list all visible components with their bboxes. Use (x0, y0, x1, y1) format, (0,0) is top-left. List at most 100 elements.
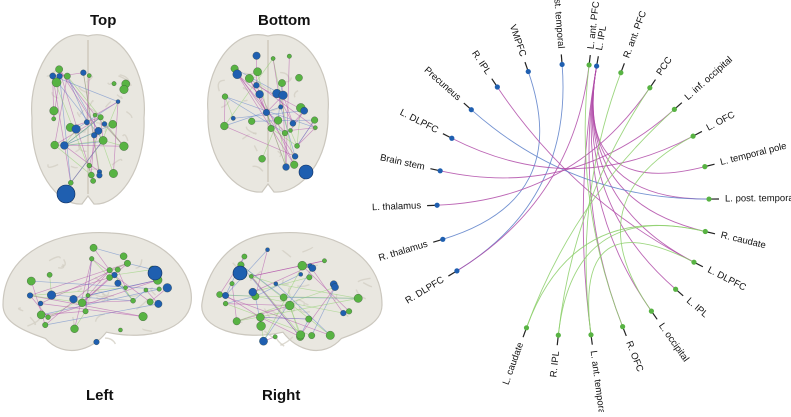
brain-node (144, 288, 148, 292)
brain-node (157, 287, 161, 291)
brain-node (278, 105, 283, 110)
connectogram-node (559, 62, 564, 67)
connectogram-node (449, 136, 454, 141)
brain-node (222, 94, 228, 100)
connectogram-node (440, 237, 445, 242)
connectogram-edge (452, 136, 693, 168)
connectogram-label: R. ant. PFC (621, 9, 649, 59)
brain-gyrus (243, 100, 247, 101)
connectogram-label: R. DLPFC (403, 274, 446, 306)
brain-node (72, 125, 81, 134)
connectogram-label: R. IPL (469, 49, 493, 77)
brain-node (266, 248, 270, 252)
brain-hub-node (57, 185, 75, 203)
brain-node (112, 81, 116, 85)
brain-node (50, 107, 59, 116)
brain-node (98, 114, 104, 120)
brain-node (309, 265, 316, 272)
connectogram-label: L. OFC (705, 109, 737, 133)
brain-hub-node (299, 165, 313, 179)
brain-node (271, 56, 275, 60)
connectogram-label: L. caudate (501, 341, 527, 386)
brain-node (93, 113, 97, 117)
brain-node (38, 301, 43, 306)
connectogram-node (649, 309, 654, 314)
brain-node (70, 295, 78, 303)
connectogram-label: L. ant. temporal (588, 350, 608, 412)
brain-node (245, 74, 253, 82)
brain-view-right (202, 233, 382, 351)
brain-view-top (32, 35, 145, 204)
connectogram-label: L. thalamus (372, 200, 422, 213)
brain-node (259, 155, 266, 162)
brain-node (306, 316, 312, 322)
brain-node (295, 143, 300, 148)
connectogram-node (594, 63, 599, 68)
brain-node (123, 286, 127, 290)
connectogram-label: L. IPL (684, 296, 710, 321)
connectogram-label: VMPFC (507, 23, 528, 58)
brain-views (3, 35, 382, 351)
brain-node (253, 68, 261, 76)
brain-node (263, 109, 270, 116)
connectogram-node (587, 62, 592, 67)
connectogram-edge (592, 66, 675, 289)
brain-view-left (3, 233, 191, 351)
brain-node (231, 116, 235, 120)
brain-node (273, 335, 277, 339)
brain-node (296, 331, 305, 340)
brain-node (84, 120, 89, 125)
brain-node (89, 256, 94, 261)
brain-node (222, 292, 229, 299)
brain-node (285, 301, 294, 310)
connectogram-node (526, 69, 531, 74)
brain-node (313, 126, 317, 130)
connectogram-label: R. OFC (623, 340, 645, 374)
brain-node (233, 70, 242, 79)
connectogram-label: L. post. temporal (725, 193, 791, 204)
brain-node (217, 291, 223, 297)
brain-node (99, 136, 107, 144)
brain-node (287, 54, 291, 58)
brain-node (301, 107, 308, 114)
connectogram-label: L. DLPFC (398, 107, 440, 136)
brain-node (109, 169, 117, 177)
brain-node (307, 275, 313, 281)
view-title-bottom: Bottom (258, 12, 311, 29)
connectogram-edge (591, 66, 651, 311)
connectogram-node (454, 268, 459, 273)
brain-node (274, 282, 278, 286)
brain-node (94, 339, 100, 345)
brain-node (256, 313, 264, 321)
brain-node (46, 315, 51, 320)
brain-node (78, 299, 86, 307)
brain-node (147, 299, 153, 305)
brain-node (52, 78, 61, 87)
brain-node (47, 291, 56, 300)
brain-node (60, 142, 68, 150)
brain-node (83, 309, 88, 314)
connectogram-label: L. DLPFC (706, 265, 748, 294)
brain-node (97, 173, 103, 179)
connectogram-node (702, 164, 707, 169)
brain-node (249, 274, 253, 278)
brain-node (131, 298, 136, 303)
brain-node (279, 91, 288, 100)
brain-node (155, 300, 162, 307)
connectogram-edge (526, 225, 705, 328)
brain-node (259, 337, 267, 345)
brain-node (102, 121, 107, 126)
connectogram-node (691, 260, 696, 265)
connectogram-node (556, 333, 561, 338)
connectogram-label: PCC (654, 55, 674, 78)
connectogram-node (435, 203, 440, 208)
brain-node (311, 117, 318, 124)
brain-node (47, 272, 52, 277)
connectogram-node (673, 287, 678, 292)
brain-node (107, 267, 113, 273)
brain-node (107, 275, 113, 281)
brain-node (253, 82, 259, 88)
brain-node (90, 244, 97, 251)
brain-node (242, 254, 247, 259)
